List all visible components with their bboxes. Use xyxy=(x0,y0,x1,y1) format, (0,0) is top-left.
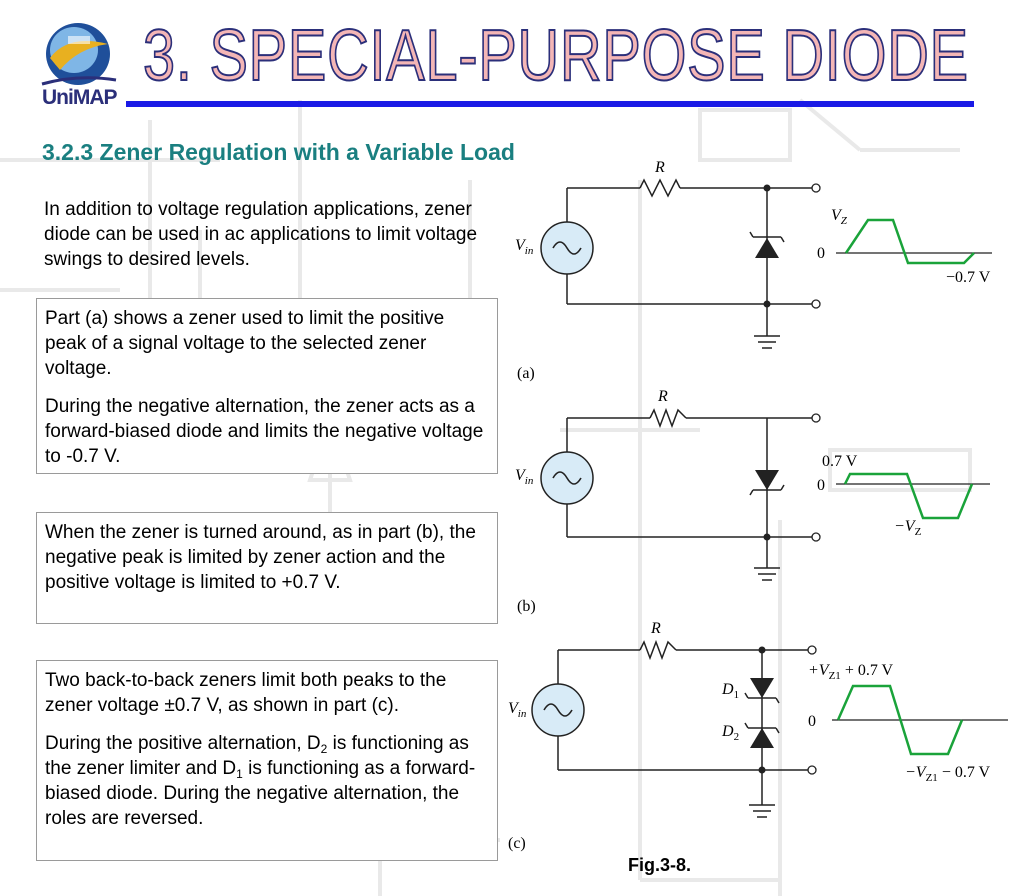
part-a-paragraph-2: During the negative alternation, the zen… xyxy=(45,396,484,467)
svg-text:D1: D1 xyxy=(721,681,739,701)
logo-text: UniMAP xyxy=(42,86,117,109)
circuit-c: R Vin D1 D2 +VZ1 + 0.7 V 0 −VZ1 − 0.7 V … xyxy=(508,620,1008,852)
part-label-c: (c) xyxy=(508,835,526,852)
waveform-a xyxy=(844,218,975,265)
intro-paragraph: In addition to voltage regulation applic… xyxy=(44,199,478,270)
svg-text:+VZ1 + 0.7 V: +VZ1 + 0.7 V xyxy=(808,662,894,682)
title-underline xyxy=(126,101,974,107)
figure-caption: Fig.3-8. xyxy=(628,855,692,875)
zener-diode-d1 xyxy=(750,678,774,698)
part-a-paragraph-1: Part (a) shows a zener used to limit the… xyxy=(45,308,445,379)
svg-text:D2: D2 xyxy=(721,723,739,743)
text-box-part-c: Two back-to-back zeners limit both peaks… xyxy=(36,660,498,861)
svg-text:0.7 V: 0.7 V xyxy=(822,453,858,470)
unimap-logo: UniMAP xyxy=(38,14,128,110)
zener-limiter-circuits-figure: R Vin VZ 0 −0.7 V (a) R Vin 0.7 V 0 −VZ … xyxy=(508,159,1008,852)
resistor-a xyxy=(639,178,681,198)
svg-text:Vin: Vin xyxy=(515,467,534,487)
part-b-paragraph: When the zener is turned around, as in p… xyxy=(45,522,476,593)
waveform-b xyxy=(843,472,974,520)
circuit-a: R Vin VZ 0 −0.7 V (a) xyxy=(515,159,992,382)
part-c-paragraph-1: Two back-to-back zeners limit both peaks… xyxy=(45,670,447,716)
svg-text:Vin: Vin xyxy=(515,237,534,257)
svg-text:−VZ: −VZ xyxy=(894,518,922,538)
part-label-a: (a) xyxy=(517,365,535,382)
section-heading: 3.2.3 Zener Regulation with a Variable L… xyxy=(42,139,515,165)
part-label-b: (b) xyxy=(517,598,536,615)
zener-diode-b xyxy=(755,470,779,490)
resistor-label-c: R xyxy=(650,620,661,637)
zener-diode-a xyxy=(755,238,779,258)
text-box-part-b: When the zener is turned around, as in p… xyxy=(36,512,498,624)
zener-diode-d2 xyxy=(750,728,774,748)
resistor-label-b: R xyxy=(657,388,668,405)
part-c-paragraph-2: During the positive alternation, D2 is f… xyxy=(45,733,476,829)
svg-text:−0.7 V: −0.7 V xyxy=(946,269,991,286)
svg-text:Vin: Vin xyxy=(508,700,527,720)
svg-text:0: 0 xyxy=(817,477,825,494)
resistor-c xyxy=(639,639,677,661)
text-box-part-a: Part (a) shows a zener used to limit the… xyxy=(36,298,498,474)
svg-text:0: 0 xyxy=(808,713,816,730)
resistor-b xyxy=(649,407,687,429)
svg-text:VZ: VZ xyxy=(831,207,848,227)
resistor-label-a: R xyxy=(654,159,665,176)
svg-text:0: 0 xyxy=(817,245,825,262)
page-title: 3. SPECIAL-PURPOSE DIODE xyxy=(142,16,969,96)
svg-text:−VZ1 − 0.7 V: −VZ1 − 0.7 V xyxy=(905,764,991,784)
circuit-b: R Vin 0.7 V 0 −VZ (b) xyxy=(515,388,990,615)
waveform-c xyxy=(836,684,964,756)
